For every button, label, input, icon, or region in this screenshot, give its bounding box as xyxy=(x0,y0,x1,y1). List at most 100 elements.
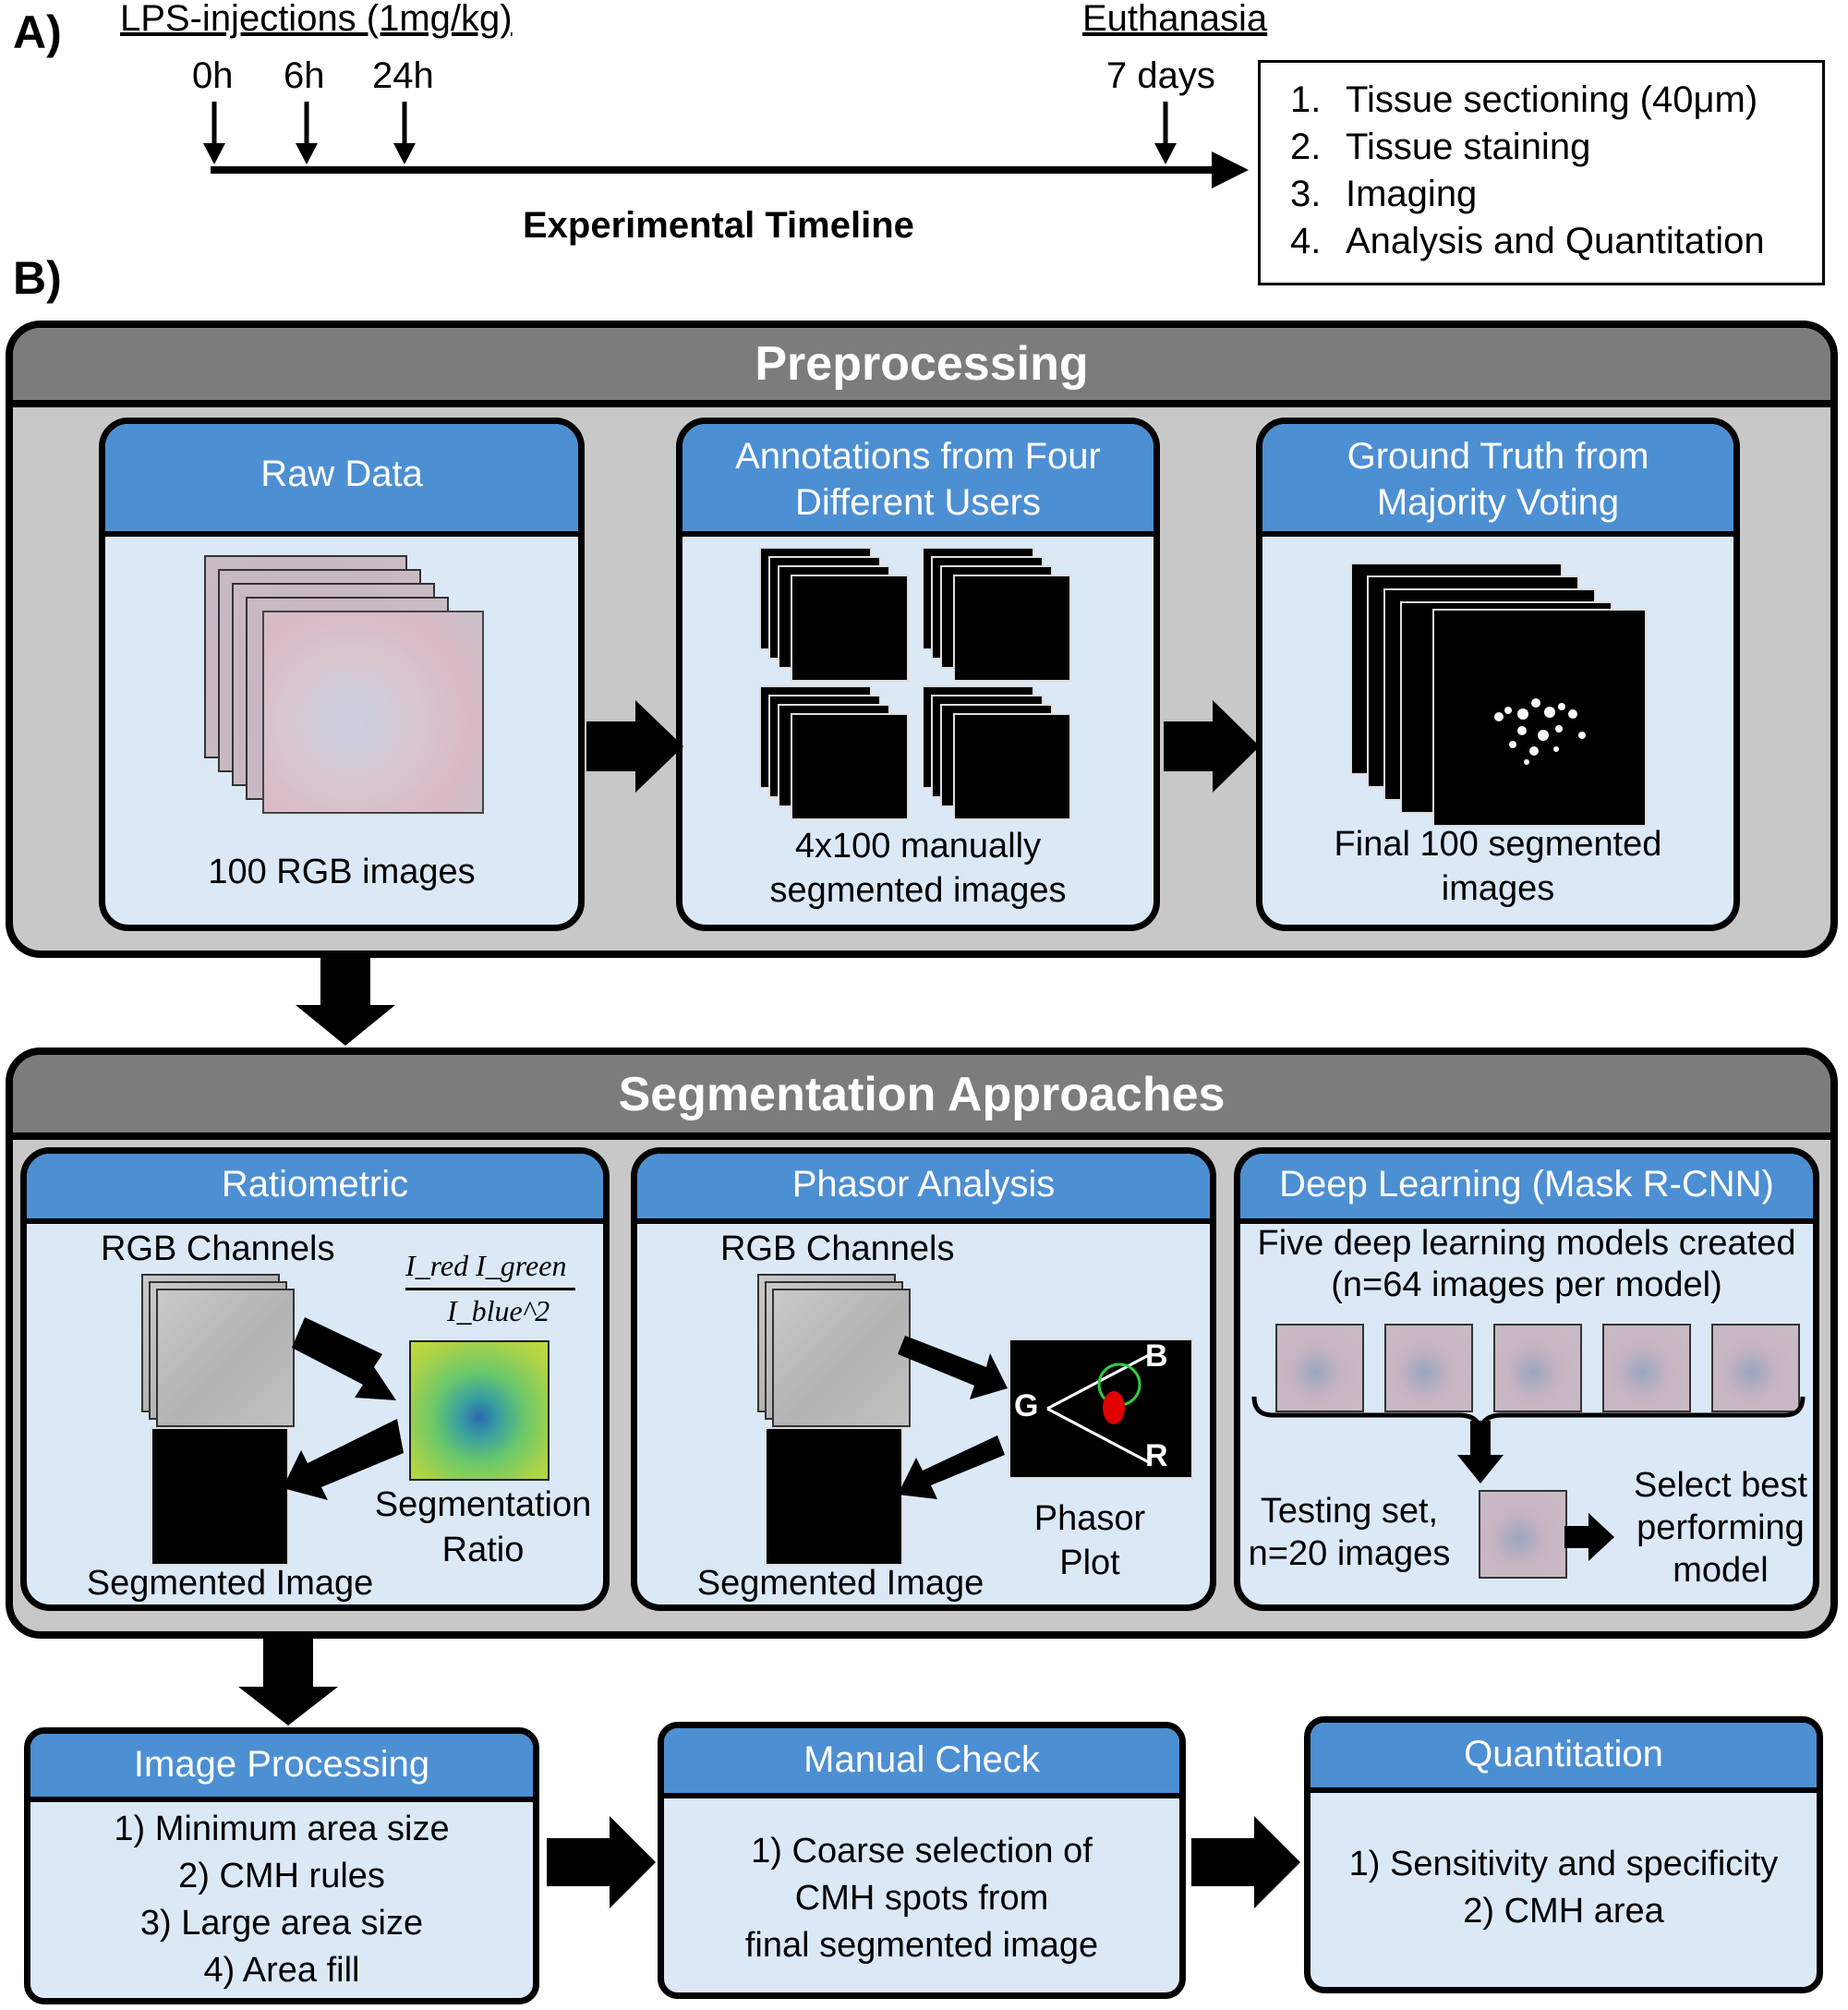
model-3-image xyxy=(1493,1324,1582,1412)
time-24h-label: 24h xyxy=(372,55,434,96)
phasor-axis-b: B xyxy=(1145,1338,1168,1374)
quantitation-title: Quantitation xyxy=(1311,1723,1817,1793)
ratiometric-segmented-label: Segmented Image xyxy=(86,1564,374,1603)
annotations-title-line-1: Annotations from Four xyxy=(735,436,1101,477)
arrow-24h xyxy=(393,102,416,164)
time-7days-label: 7 days xyxy=(1106,55,1215,96)
ground-truth-card: Ground Truth from Majority Voting Final … xyxy=(1256,418,1740,931)
raw-data-title: Raw Data xyxy=(105,424,578,537)
phasor-rgb-image xyxy=(772,1289,911,1427)
select-model-label-1: Select best xyxy=(1634,1466,1807,1505)
euthanasia-label: Euthanasia xyxy=(1082,0,1268,39)
deep-learning-desc-2: (n=64 images per model) xyxy=(1331,1265,1722,1304)
step-3-text: Imaging xyxy=(1346,174,1478,214)
annotations-caption-2: segmented images xyxy=(769,871,1067,910)
annotations-title: Annotations from Four Different Users xyxy=(682,424,1153,537)
ratiometric-formula-denominator: I_blue^2 xyxy=(447,1294,550,1327)
model-5-image xyxy=(1711,1324,1800,1412)
step-1-num: 1. xyxy=(1290,79,1322,120)
arrow-manual-to-quantitation xyxy=(1191,1816,1300,1908)
select-model-label-3: model xyxy=(1673,1551,1769,1590)
image-processing-item-4: 4) Area fill xyxy=(203,1951,360,1990)
arrow-0h xyxy=(203,102,225,164)
phasor-axis-g: G xyxy=(1014,1388,1039,1423)
segmentation-ratio-image xyxy=(409,1340,550,1481)
testing-set-image xyxy=(1479,1490,1567,1579)
annotation-group-1-image xyxy=(791,575,909,682)
ground-truth-caption-2: images xyxy=(1441,869,1555,908)
ground-truth-final-image xyxy=(1432,609,1647,827)
ratiometric-title: Ratiometric xyxy=(27,1154,603,1224)
annotation-group-2-image xyxy=(953,575,1071,682)
time-0h-label: 0h xyxy=(192,55,234,96)
phasor-plot xyxy=(1009,1338,1193,1479)
step-4-num: 4. xyxy=(1290,221,1322,261)
step-2-text: Tissue staining xyxy=(1346,127,1591,167)
annotations-card: Annotations from Four Different Users 4x… xyxy=(676,418,1160,931)
annotations-title-line-2: Different Users xyxy=(794,482,1041,523)
panel-b-label: B) xyxy=(13,252,62,304)
deep-learning-desc-1: Five deep learning models created xyxy=(1257,1224,1796,1263)
phasor-axis-r: R xyxy=(1145,1438,1168,1473)
lps-injections-label: LPS-injections (1mg/kg) xyxy=(120,0,513,39)
phasor-plot-drawing xyxy=(1046,1353,1150,1464)
select-model-label-2: performing xyxy=(1637,1508,1805,1547)
annotation-group-3-image xyxy=(791,713,909,820)
ratiometric-card: Ratiometric RGB Channels I_red I_green I… xyxy=(20,1147,610,1611)
image-processing-card: Image Processing 1) Minimum area size 2)… xyxy=(24,1727,539,2004)
deep-learning-title: Deep Learning (Mask R-CNN) xyxy=(1240,1154,1813,1224)
phasor-plot-label-2: Plot xyxy=(1059,1544,1120,1582)
panel-a-label: A) xyxy=(13,6,62,58)
quantitation-line-1: 1) Sensitivity and specificity xyxy=(1348,1845,1779,1883)
phasor-segmented-label: Segmented Image xyxy=(696,1564,984,1603)
raw-data-caption: 100 RGB images xyxy=(208,853,476,891)
testing-set-label-1: Testing set, xyxy=(1260,1492,1439,1531)
raw-data-card: Raw Data 100 RGB images xyxy=(99,418,585,931)
step-3-num: 3. xyxy=(1290,174,1322,214)
preprocessing-title: Preprocessing xyxy=(13,328,1830,407)
ratiometric-rgb-label: RGB Channels xyxy=(101,1229,335,1268)
ground-truth-title-line-1: Ground Truth from xyxy=(1347,436,1649,477)
ratiometric-ratio-label-2: Ratio xyxy=(441,1531,525,1569)
procedure-steps-box: 1. Tissue sectioning (40μm) 2. Tissue st… xyxy=(1258,60,1825,285)
step-1-text: Tissue sectioning (40μm) xyxy=(1346,79,1758,120)
time-6h-label: 6h xyxy=(284,55,325,96)
step-4-text: Analysis and Quantitation xyxy=(1346,221,1765,261)
manual-check-line-1: 1) Coarse selection of xyxy=(751,1832,1093,1871)
ground-truth-title: Ground Truth from Majority Voting xyxy=(1262,424,1733,537)
annotations-caption-1: 4x100 manually xyxy=(794,827,1042,866)
ratiometric-segmented-image xyxy=(151,1427,289,1566)
annotation-group-4-image xyxy=(953,713,1071,820)
ground-truth-caption-1: Final 100 segmented xyxy=(1334,825,1662,864)
timeline-arrows xyxy=(203,102,1249,188)
segmentation-title: Segmentation Approaches xyxy=(13,1055,1830,1140)
deep-learning-card: Deep Learning (Mask R-CNN) Five deep lea… xyxy=(1234,1147,1819,1611)
arrow-processing-to-manual xyxy=(547,1816,656,1908)
ratiometric-rgb-image xyxy=(156,1289,295,1427)
timeline-title: Experimental Timeline xyxy=(523,205,914,246)
phasor-plot-label-1: Phasor xyxy=(1033,1499,1146,1538)
arrow-segmentation-to-processing xyxy=(238,1639,338,1725)
phasor-segmented-image xyxy=(765,1427,903,1566)
model-2-image xyxy=(1384,1324,1473,1412)
image-processing-item-2: 2) CMH rules xyxy=(178,1857,385,1895)
arrow-preprocessing-to-segmentation xyxy=(296,958,395,1046)
model-1-image xyxy=(1275,1324,1364,1412)
ratiometric-formula-numerator: I_red I_green xyxy=(405,1249,567,1282)
testing-set-label-2: n=20 images xyxy=(1248,1534,1451,1573)
phasor-rgb-label: RGB Channels xyxy=(720,1229,955,1268)
image-processing-item-1: 1) Minimum area size xyxy=(114,1810,450,1848)
step-2-num: 2. xyxy=(1290,127,1322,167)
quantitation-line-2: 2) CMH area xyxy=(1463,1892,1664,1931)
phasor-title: Phasor Analysis xyxy=(637,1154,1210,1224)
ratiometric-formula-bar xyxy=(405,1288,575,1290)
ground-truth-title-line-2: Majority Voting xyxy=(1376,482,1620,523)
image-processing-title: Image Processing xyxy=(30,1734,533,1802)
manual-check-line-2: CMH spots from xyxy=(794,1879,1049,1918)
quantitation-card: Quantitation 1) Sensitivity and specific… xyxy=(1304,1716,1823,1993)
arrow-7days xyxy=(1154,102,1177,164)
manual-check-card: Manual Check 1) Coarse selection of CMH … xyxy=(658,1722,1186,1999)
manual-check-title: Manual Check xyxy=(664,1728,1179,1798)
ground-truth-spots xyxy=(1494,698,1586,765)
